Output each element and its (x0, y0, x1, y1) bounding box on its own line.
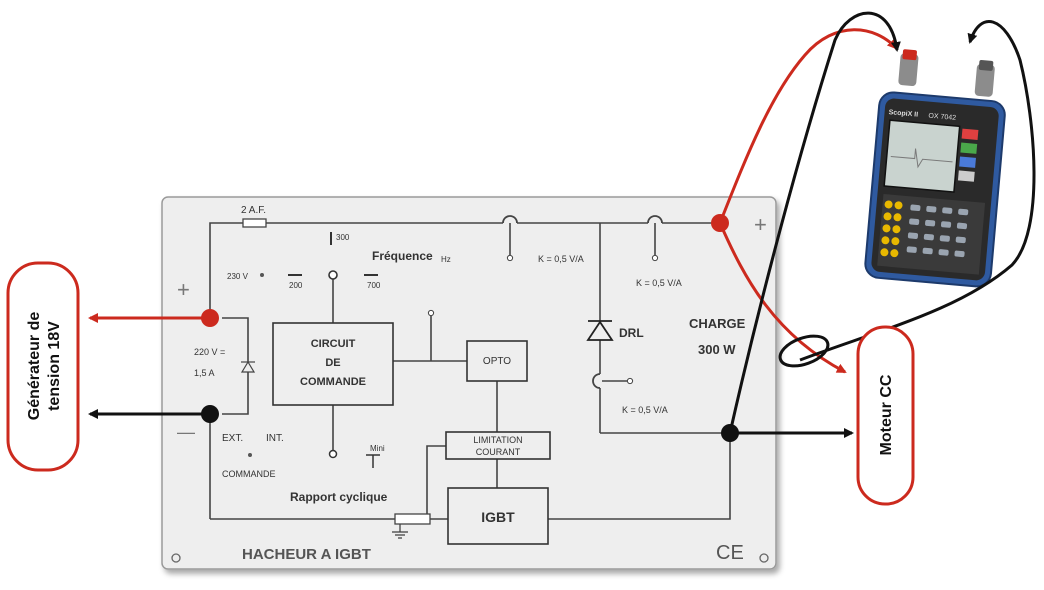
plus-left-sign: + (177, 277, 190, 302)
current-sensor-1 (502, 215, 518, 224)
freq-knob[interactable] (328, 270, 338, 280)
current-sensor-3 (592, 373, 601, 389)
oscilloscope: ScopiX II OX 7042 (864, 49, 1006, 288)
panel-title: HACHEUR A IGBT (242, 546, 371, 563)
terminal-plus-right[interactable] (711, 214, 729, 232)
duty-cycle-knob[interactable] (328, 449, 338, 459)
k-label-3: K = 0,5 V/A (622, 405, 668, 415)
black-probe-wire-1 (728, 11, 901, 434)
int-label: INT. (266, 433, 284, 444)
mini-label: Mini (370, 444, 385, 453)
v230-point (260, 273, 264, 277)
probe-connector-1 (898, 53, 919, 87)
igbt-box (447, 487, 549, 545)
scope-grey-keys[interactable] (906, 204, 969, 258)
input-diode-icon (240, 360, 256, 373)
v230-label: 230 V (227, 272, 249, 281)
fuse-icon (242, 218, 267, 228)
probe-connector-2 (974, 63, 995, 97)
freq-label: Fréquence (372, 249, 433, 263)
motor-label: Moteur CC (878, 374, 895, 455)
drl-diode-icon (586, 320, 614, 341)
test-point (427, 309, 435, 317)
rapport-cyclique-label: Rapport cyclique (290, 490, 388, 504)
limitation-line-1: LIMITATION (473, 435, 522, 445)
motor-callout: Moteur CC (856, 325, 915, 506)
scope-screen-menu (957, 128, 979, 182)
scope-trace (890, 148, 953, 169)
panel-wiring (209, 222, 731, 520)
ce-mark: CE (716, 542, 744, 564)
current-clamp-loop (778, 334, 830, 368)
probe-tip-grey (978, 59, 994, 71)
screw-icon (171, 553, 181, 563)
test-point (626, 377, 634, 385)
circuit-line-3: COMMANDE (300, 376, 366, 388)
current-sensor-2 (647, 215, 663, 224)
terminal-plus-left[interactable] (201, 309, 219, 327)
limitation-line-2: COURANT (476, 447, 521, 457)
circuit-commande-box (272, 322, 394, 406)
screw-icon (759, 553, 769, 563)
commande-label: COMMANDE (222, 469, 276, 479)
current-clamp-wire (799, 20, 1036, 362)
charge-power-label: 300 W (698, 342, 736, 357)
circuit-line-1: CIRCUIT (311, 338, 356, 350)
drl-label: DRL (619, 326, 644, 340)
k-label-2: K = 0,5 V/A (636, 278, 682, 288)
shunt-resistor-icon (394, 513, 431, 525)
opto-box (466, 340, 528, 382)
ground-icon (392, 524, 408, 539)
terminal-minus-right[interactable] (721, 424, 739, 442)
freq-700-label: 700 (367, 281, 381, 290)
ext-label: EXT. (222, 433, 243, 444)
probe-tip-red (902, 49, 917, 61)
plus-right-sign: + (754, 212, 767, 237)
freq-300-label: 300 (336, 233, 350, 242)
scope-screen (883, 119, 961, 193)
probe-wires (88, 11, 1036, 438)
k-label-1: K = 0,5 V/A (538, 254, 584, 264)
panel-board (161, 196, 777, 570)
red-probe-wire (718, 28, 898, 224)
test-point (651, 254, 659, 262)
opto-label: OPTO (483, 356, 511, 367)
test-point (506, 254, 514, 262)
charge-label: CHARGE (689, 316, 746, 331)
terminal-minus-left[interactable] (201, 405, 219, 423)
generator-callout: Générateur de tension 18V (6, 261, 80, 472)
duty-mini-mark-icon (366, 454, 380, 468)
scope-model: OX 7042 (928, 113, 956, 122)
fuse-label: 2 A.F. (241, 205, 266, 216)
supply-current-label: 1,5 A (194, 368, 215, 378)
supply-voltage-label: 220 V = (194, 347, 225, 357)
scope-brand: ScopiX II (888, 109, 918, 119)
freq-200-label: 200 (289, 281, 303, 290)
panel: 2 A.F. 300 200 700 Fréquence Hz 230 V CI… (161, 196, 777, 570)
limitation-box (445, 431, 551, 460)
generator-label-line-2: tension 18V (46, 321, 63, 411)
freq-unit: Hz (441, 255, 451, 264)
igbt-label: IGBT (481, 509, 515, 525)
ext-int-point[interactable] (248, 453, 252, 457)
scope-yellow-keys[interactable] (880, 200, 903, 258)
generator-label-line-1: Générateur de (26, 312, 43, 421)
circuit-line-2: DE (325, 357, 340, 369)
minus-left-sign: — (177, 422, 195, 442)
